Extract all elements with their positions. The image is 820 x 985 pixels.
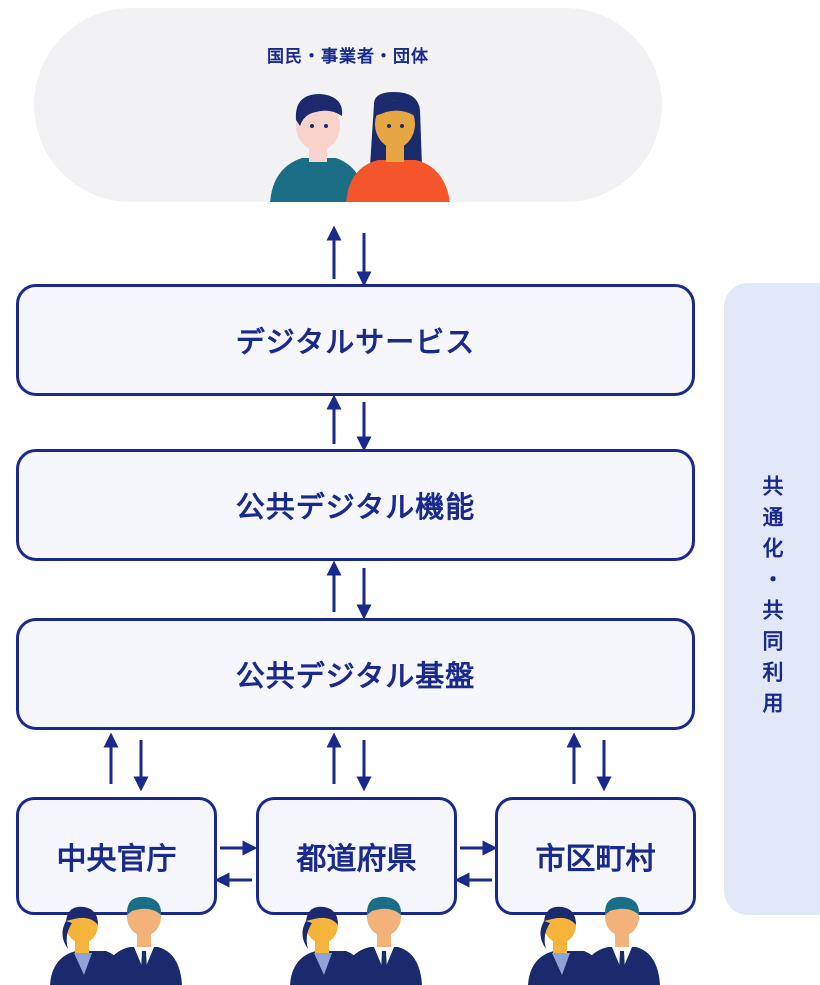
org-label: 市区町村 [535,842,656,877]
org-central-ministries: 中央官庁 [16,797,217,915]
shared-use-panel: 共通化・共同利用 [724,283,820,915]
citizens-label: 国民・事業者・団体 [267,47,429,67]
citizens-cloud: 国民・事業者・団体 [34,8,662,202]
org-municipalities: 市区町村 [495,797,696,915]
org-prefectures: 都道府県 [256,797,457,915]
layer-digital-services: デジタルサービス [16,284,695,396]
officials-prefecture-icon [290,896,422,985]
officials-municipal-icon [528,896,660,985]
org-label: 都道府県 [296,842,417,877]
org-label: 中央官庁 [56,842,177,877]
officials-central-icon [50,896,182,985]
citizen-man-icon [270,94,366,202]
layer-public-digital-infrastructure: 公共デジタル基盤 [16,618,695,730]
citizens-illustration [270,92,450,202]
layer-label: 公共デジタル基盤 [235,659,476,693]
citizen-woman-icon [346,92,450,202]
layer-public-digital-functions: 公共デジタル機能 [16,449,695,561]
layer-label: 公共デジタル機能 [235,490,476,524]
shared-use-label: 共通化・共同利用 [760,475,784,723]
layer-label: デジタルサービス [235,325,476,359]
